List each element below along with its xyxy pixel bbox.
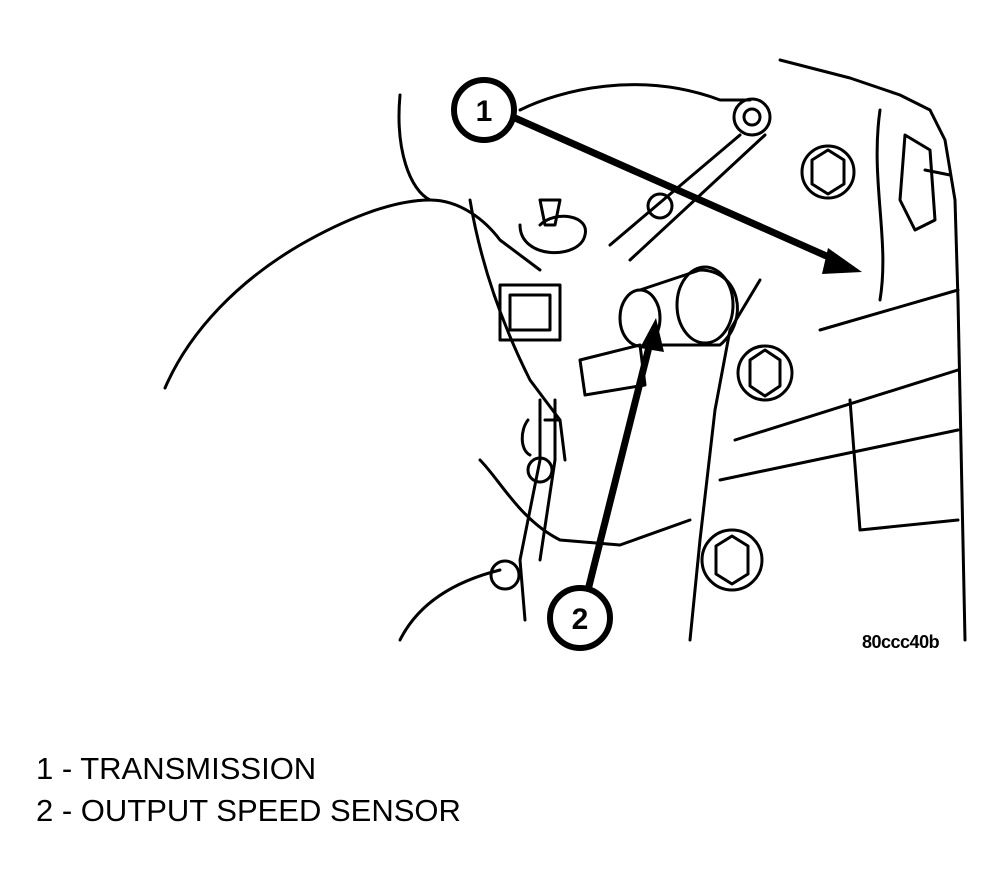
bolt-head xyxy=(736,344,794,402)
figure-code: 80ccc40b xyxy=(862,632,940,652)
legend: 1 - TRANSMISSION 2 - OUTPUT SPEED SENSOR xyxy=(36,748,461,832)
bolt-head xyxy=(800,144,856,200)
svg-text:1: 1 xyxy=(476,95,493,128)
callout-1-leader xyxy=(513,114,862,274)
transmission-case-outline xyxy=(778,58,967,642)
legend-item: 1 - TRANSMISSION xyxy=(36,751,317,786)
callout-1: 1 xyxy=(451,77,517,143)
callout-2-leader xyxy=(584,318,664,591)
transmission-illustration: 1 2 xyxy=(163,58,967,651)
bolt-head xyxy=(700,528,764,592)
svg-text:2: 2 xyxy=(572,603,589,636)
callout-2: 2 xyxy=(547,585,613,651)
hand-outline xyxy=(163,198,542,390)
output-speed-sensor xyxy=(578,265,739,397)
legend-item: 2 - OUTPUT SPEED SENSOR xyxy=(36,793,461,828)
